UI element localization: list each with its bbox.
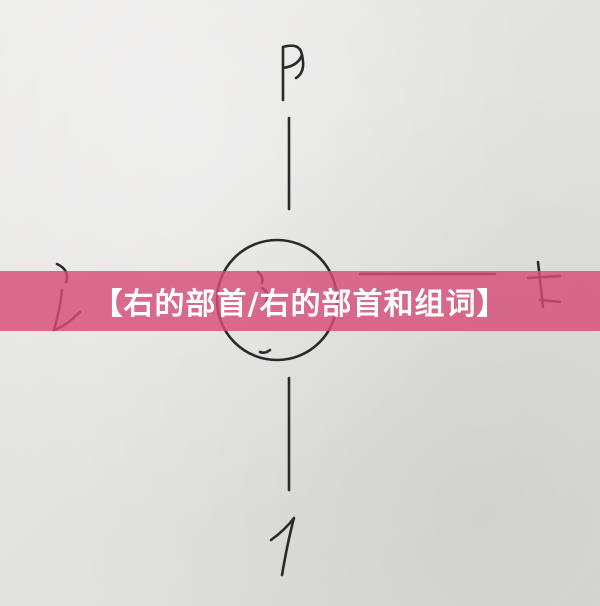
- top-mark: [281, 44, 304, 102]
- banner-title: 【右的部首/右的部首和组词】: [92, 287, 508, 322]
- bottom-mark: [269, 516, 296, 577]
- top-mark-tail: [294, 53, 305, 80]
- title-banner: 【右的部首/右的部首和组词】: [0, 271, 600, 331]
